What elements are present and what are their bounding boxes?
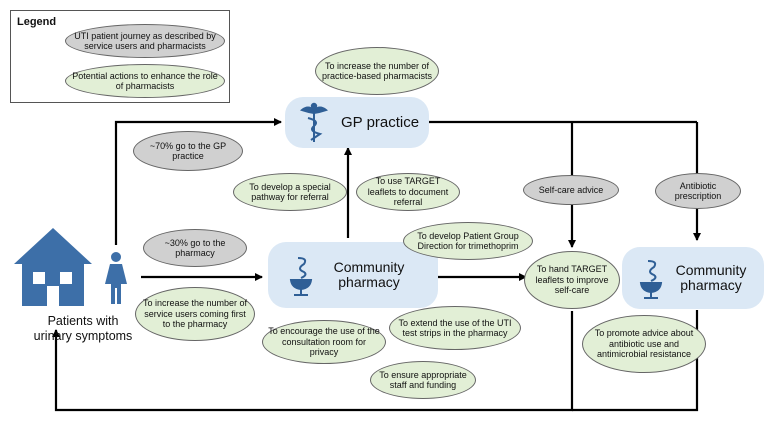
bowl-of-hygieia-icon xyxy=(639,260,663,299)
caduceus-icon xyxy=(299,102,329,142)
antibiotic-prescription-pill: Antibiotic prescription xyxy=(655,173,741,209)
legend-box: Legend UTI patient journey as described … xyxy=(10,10,230,103)
legend-title: Legend xyxy=(17,16,57,28)
pharmacy-30-percent-pill: ~30% go to the pharmacy xyxy=(143,229,247,267)
hand-target-leaflets-pill: To hand TARGET leaflets to improve self-… xyxy=(524,251,620,309)
uti-test-strips-pill: To extend the use of the UTI test strips… xyxy=(389,306,521,350)
gp-practice-label: GP practice xyxy=(341,114,420,131)
bowl-of-hygieia-icon xyxy=(289,257,313,296)
gp-70-percent-pill: ~70% go to the GP practice xyxy=(133,131,243,171)
target-referral-pill: To use TARGET leaflets to document refer… xyxy=(356,173,460,211)
staff-funding-pill: To ensure appropriate staff and funding xyxy=(370,361,476,399)
community-pharmacy-node: Community pharmacy xyxy=(268,242,438,308)
antibiotic-advice-pill: To promote advice about antibiotic use a… xyxy=(582,315,706,373)
gp-practice-node: GP practice xyxy=(285,97,429,148)
patient-icon xyxy=(105,252,127,304)
community-pharmacy-node-2: Community pharmacy xyxy=(622,247,764,309)
self-care-advice-pill: Self-care advice xyxy=(523,175,619,205)
arrow-patients-to-gp xyxy=(114,118,282,245)
community-pharmacy-label-2: Community pharmacy xyxy=(675,262,747,293)
community-pharmacy-label: Community pharmacy xyxy=(333,259,405,290)
line-return-loop xyxy=(52,311,574,412)
patients-label: Patients with urinary symptoms xyxy=(33,314,133,343)
consultation-room-pill: To encourage the use of the consultation… xyxy=(262,320,386,364)
legend-actions-pill: Potential actions to enhance the role of… xyxy=(65,64,225,98)
patient-group-direction-pill: To develop Patient Group Direction for t… xyxy=(403,222,533,260)
increase-service-users-pill: To increase the number of service users … xyxy=(135,287,255,341)
legend-journey-pill: UTI patient journey as described by serv… xyxy=(65,24,225,58)
special-pathway-pill: To develop a special pathway for referra… xyxy=(233,173,347,211)
house-icon xyxy=(14,228,92,306)
increase-practice-pharmacists-pill: To increase the number of practice-based… xyxy=(315,47,439,95)
